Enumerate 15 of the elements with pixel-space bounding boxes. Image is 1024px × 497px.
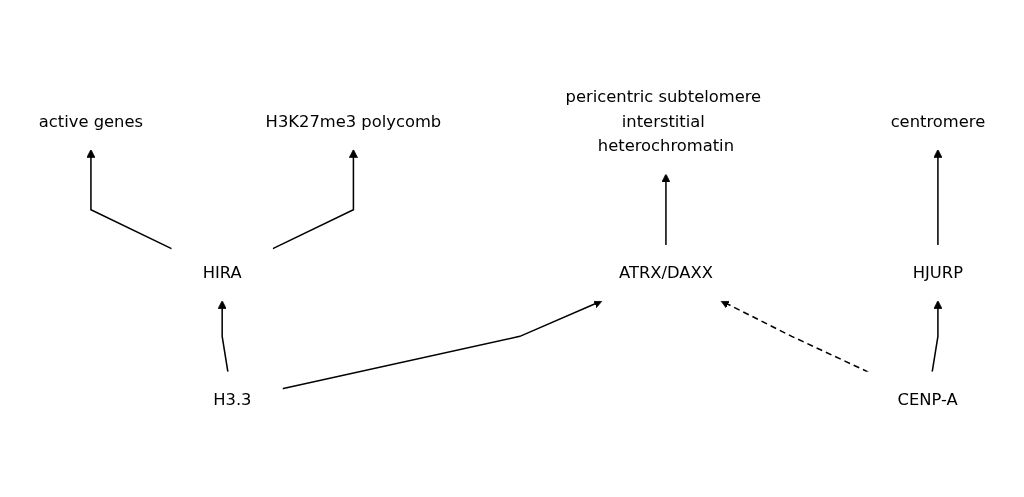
arrow: [86, 149, 173, 250]
node-text: H3.3: [213, 389, 252, 409]
arrow: [931, 300, 943, 373]
arrow: [933, 149, 943, 247]
node-text: CENP-A: [897, 389, 958, 409]
node-text: HJURP: [912, 262, 964, 283]
node-text: pericentric subtelomere interstitial heterochromatin: [565, 87, 762, 156]
node-text: centromere: [890, 111, 986, 132]
node-text: H3K27me3 polycomb: [265, 111, 442, 132]
arrow: [720, 300, 870, 373]
arrow: [217, 300, 229, 373]
node-text: ATRX/DAXX: [619, 262, 713, 283]
node-text: HIRA: [202, 262, 242, 283]
arrow: [661, 173, 671, 247]
node-text: active genes: [38, 111, 144, 132]
